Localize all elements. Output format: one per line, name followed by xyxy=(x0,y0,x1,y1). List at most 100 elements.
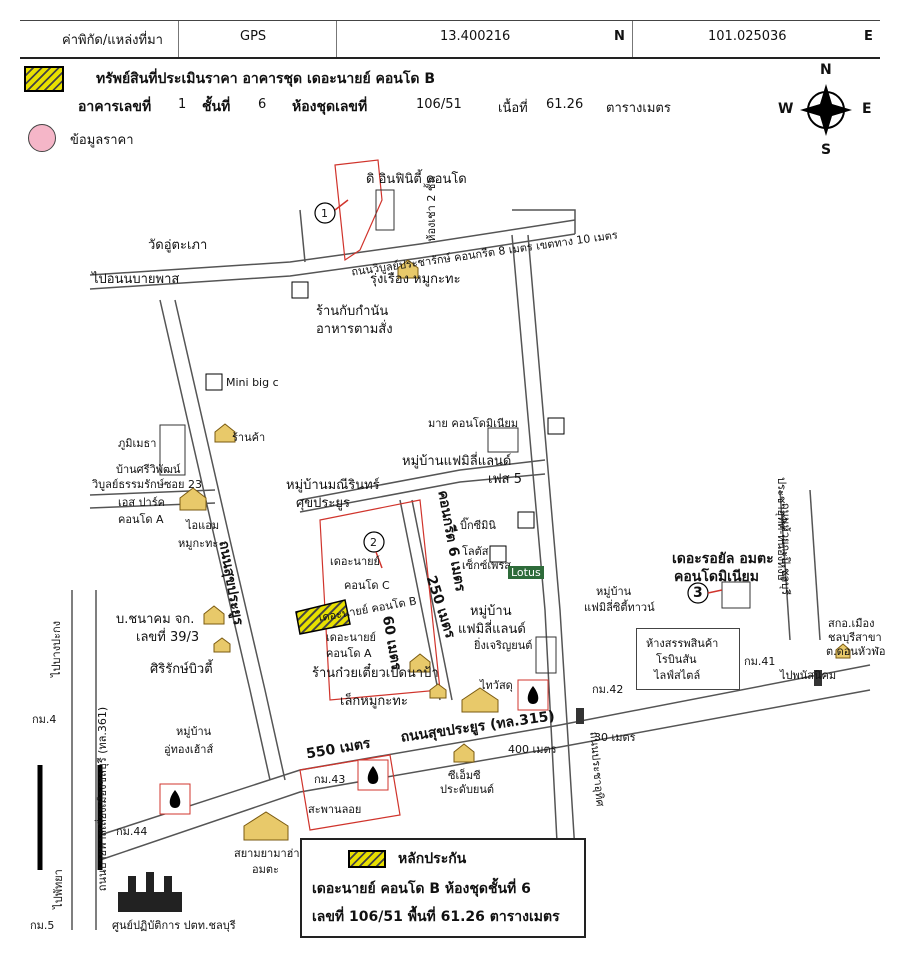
scg2-label: ประดับยนต์ xyxy=(440,783,495,796)
compass-s: S xyxy=(821,142,832,158)
km4-label: กม.4 xyxy=(32,713,57,726)
floor-label: ชั้นที่ xyxy=(202,99,231,115)
to-bangpakong-label: ไปบางปะกง xyxy=(49,621,63,677)
mookata-label: หมูกะทะ xyxy=(178,537,219,550)
soi-23-label: วิบูลย์ธรรมรักษ์ซอย 23 xyxy=(92,478,202,491)
compass-rose-icon xyxy=(800,84,852,136)
sanam2-label: อมตะ xyxy=(252,863,279,876)
subject-legend-swatch xyxy=(24,66,64,92)
marker-2-number: 2 xyxy=(370,536,377,549)
marker-3 xyxy=(687,582,723,604)
km43-label: กม.43 xyxy=(314,773,346,786)
ptt-facility-icon xyxy=(118,872,182,912)
lotus-label: โลตัส xyxy=(462,545,489,558)
building-number: 1 xyxy=(178,97,187,112)
to-pattaya-label: ไปพัทยา xyxy=(51,869,65,909)
infinity-plot-outline xyxy=(334,159,383,262)
sirirak-label: ศิริรักษ์บิวตี้ xyxy=(150,662,213,677)
to-phanat-label: ไปพนัสนิคม xyxy=(780,669,837,682)
mannee-label: หมู่บ้านมณีรินทร์ xyxy=(286,478,380,493)
my-condo-label: มาย คอนโดมิเนียม xyxy=(428,417,519,430)
unit-number: 106/51 xyxy=(416,97,462,112)
collateral-title: หลักประกัน xyxy=(398,851,467,867)
s-park-label: เอส ปาร์ค xyxy=(118,496,166,509)
compass-w: W xyxy=(778,101,794,117)
collateral-key-box: หลักประกัน เดอะนายย์ คอนโด B ห้องชุดชั้น… xyxy=(300,838,586,938)
30m-label: 30 เมตร xyxy=(594,731,636,744)
village-fam-label: หมู่บ้าน xyxy=(470,604,512,619)
robinson2-label: โรบินสัน xyxy=(656,653,697,666)
house-icon xyxy=(179,259,851,841)
condo-c-label: คอนโด C xyxy=(344,579,390,592)
family-land-label: หมู่บ้านแฟมิลี่แลนด์ xyxy=(402,454,512,469)
area-label: เนื้อที่ xyxy=(498,101,528,116)
suk-label: ศุขประยูร xyxy=(296,496,350,511)
marker-1 xyxy=(314,199,349,224)
lotus-sign: Lotus xyxy=(508,566,544,579)
divider xyxy=(178,21,179,57)
area-unit: ตารางเมตร xyxy=(606,101,671,116)
source-value: GPS xyxy=(240,29,267,44)
royal2-label: คอนโดมิเนียม xyxy=(674,569,759,585)
longitude-dir: E xyxy=(864,29,873,44)
bor2-label: เลขที่ 39/3 xyxy=(136,630,200,645)
bypass-label: ถนนบายพาสเลี่ยงเมืองชลบุรี (ทล.361) xyxy=(96,706,110,892)
shop-kapkan-label: ร้านกับกำนัน xyxy=(316,304,389,319)
yingcharoen-label: ยิ่งเจริญยนต์ xyxy=(474,639,533,652)
sanam-label: สยามยามาฮ่า xyxy=(234,847,300,860)
ban-sri-label: บ้านศรีวิพัฒน์ xyxy=(116,463,181,476)
coordinate-header: ค่าพิกัด/แหล่งที่มา GPS 13.400216 N 101.… xyxy=(20,20,880,59)
divider xyxy=(632,21,633,57)
seven-label: เซ็กซ์เพรส xyxy=(462,559,511,572)
price-data-label: ข้อมูลราคา xyxy=(70,133,134,148)
building-label: อาคารเลขที่ xyxy=(78,99,152,115)
area-value: 61.26 xyxy=(546,97,584,112)
thai-dee-label: ไทวัสดุ xyxy=(480,679,513,692)
price-data-legend-swatch xyxy=(28,124,56,152)
sakhon3-label: ต.ดอนหัวฬ่อ xyxy=(826,645,886,658)
rung-rueang-label: รุ่งเรือง หมูกะทะ xyxy=(370,272,461,287)
marker-2 xyxy=(363,531,385,569)
i-am-label: ไอแอม xyxy=(186,519,220,532)
condo-a-label: คอนโด A xyxy=(118,513,164,526)
phase-5-label: เฟส 5 xyxy=(488,472,522,487)
ptt-label: ศูนย์ปฏิบัติการ ปตท.ชลบุรี xyxy=(112,919,236,932)
divider xyxy=(336,21,337,57)
subject-legend-label: ทรัพย์สินที่ประเมินราคา อาคารชุด เดอะนาย… xyxy=(96,71,436,87)
store-icon xyxy=(205,281,565,563)
km44-label: กม.44 xyxy=(116,825,148,838)
km42-label: กม.42 xyxy=(592,683,624,696)
to-ban-bueng-label: ไปอนนบายพาส xyxy=(92,272,180,287)
village-ooth-label: หมู่บ้าน xyxy=(176,725,212,738)
mini-bigc-label: Mini big c xyxy=(226,376,279,389)
wat-label: วัดอู่ตะเภา xyxy=(148,238,208,253)
400m-label: 400 เมตร xyxy=(508,743,557,756)
compass-e: E xyxy=(862,101,872,117)
family-land2-label: แฟมิลี่แลนด์ xyxy=(458,622,526,637)
condo-a2-label: คอนโด A xyxy=(326,647,372,660)
latitude-dir: N xyxy=(614,29,625,44)
bhumi-label: ภูมิเมธา xyxy=(118,437,157,450)
traffic-light-icon xyxy=(576,670,822,724)
royal-label: เดอะรอยัล อมตะ xyxy=(672,551,774,567)
food-label: อาหารตามสั่ง xyxy=(316,322,393,337)
compass-n: N xyxy=(820,62,832,78)
sakhon-label: สกอ.เมือง xyxy=(828,617,875,630)
bor-label: บ.ชนาคม จก. xyxy=(116,612,195,627)
ooth-label: อู่ทองเฮ้าส์ xyxy=(164,743,214,756)
robinson3-label: ไลฟ์สไตล์ xyxy=(654,669,701,682)
building-blocks xyxy=(159,189,751,674)
sakhon2-label: ชลบุรีสาขา xyxy=(828,631,882,644)
shop-label: ร้านค้า xyxy=(232,431,266,444)
fam-city-label: หมู่บ้าน xyxy=(596,585,632,598)
bypass-bracket xyxy=(37,765,103,870)
collateral-swatch xyxy=(348,850,386,868)
hui-road-label: ถนนห้วยกะปิ-ชลบุรี xyxy=(779,502,793,596)
latitude-value: 13.400216 xyxy=(440,29,511,44)
km41-label: กม.41 xyxy=(744,655,776,668)
collateral-line-2: เลขที่ 106/51 พื้นที่ 61.26 ตารางเมตร xyxy=(312,909,560,925)
robinson-box xyxy=(636,628,740,690)
bigc-mini-label: บิ๊กซีมินิ xyxy=(460,519,496,532)
unit-label: ห้องชุดเลขที่ xyxy=(292,99,368,115)
